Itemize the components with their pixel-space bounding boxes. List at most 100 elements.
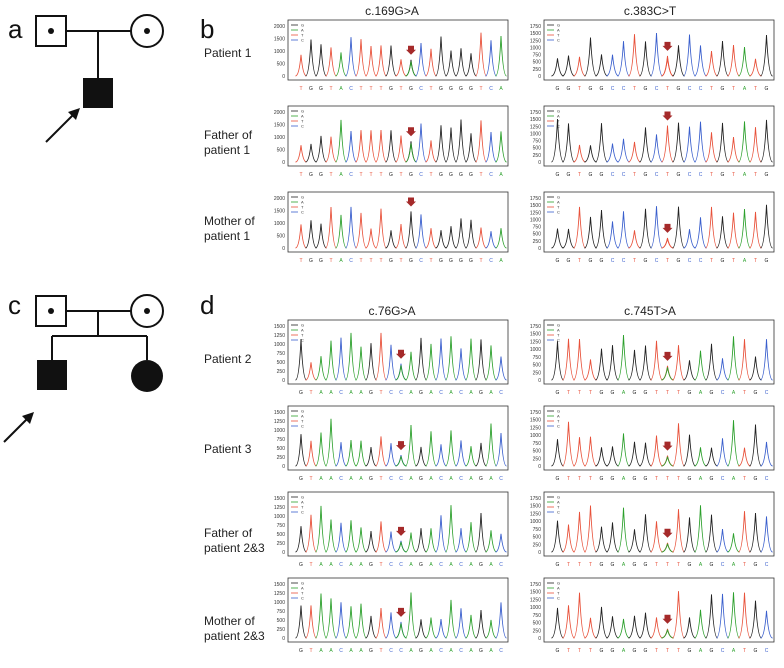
trace-peak: [738, 46, 751, 77]
trace-peak: [617, 335, 630, 381]
y-tick-label: 250: [533, 456, 542, 462]
base-call: G: [449, 86, 453, 92]
mutation-arrow-icon: [396, 441, 406, 451]
trace-peak: [385, 45, 397, 77]
trace-peak: [573, 437, 586, 467]
trace-peak: [365, 343, 377, 381]
trace-peak: [551, 607, 564, 639]
y-tick-label: 1250: [274, 591, 285, 597]
trace-peak: [562, 338, 575, 381]
base-call: G: [556, 86, 560, 92]
y-tick-label: 250: [277, 455, 286, 461]
plot-frame: [543, 191, 775, 253]
y-tick-label: 1000: [530, 605, 541, 611]
trace-peak: [485, 530, 497, 553]
trace-peak: [315, 432, 327, 467]
y-tick-label: 1500: [274, 37, 285, 43]
trace-peak: [606, 446, 619, 467]
base-call: T: [578, 562, 581, 568]
base-call: T: [479, 172, 482, 178]
trace-peak: [617, 618, 630, 639]
base-call: G: [389, 172, 393, 178]
base-call: T: [299, 258, 302, 264]
trace-peak: [495, 131, 507, 163]
legend-label: A: [557, 114, 560, 119]
base-call: T: [578, 172, 581, 178]
base-call: G: [479, 390, 483, 396]
trace-peak: [639, 208, 652, 249]
base-call: A: [319, 562, 323, 568]
base-call: T: [677, 390, 680, 396]
trace-peak: [716, 40, 729, 77]
affected-son-symbol: [37, 360, 67, 390]
trace-peak: [749, 58, 762, 77]
legend-label: C: [301, 210, 304, 215]
base-call: A: [349, 562, 353, 568]
base-call: T: [359, 258, 362, 264]
trace-peak: [425, 343, 437, 381]
base-call: G: [754, 562, 758, 568]
trace-peak: [749, 600, 762, 639]
trace-peak: [727, 137, 740, 163]
base-call: A: [743, 172, 747, 178]
base-call: G: [556, 562, 560, 568]
legend-label: G: [301, 323, 304, 328]
base-call: A: [622, 476, 626, 482]
y-tick-label: 1500: [530, 504, 541, 510]
base-call: A: [429, 390, 433, 396]
y-tick-label: 500: [277, 62, 286, 68]
trace-peak: [295, 54, 307, 77]
y-tick-label: 0: [538, 378, 541, 384]
base-call: T: [567, 390, 570, 396]
y-tick-label: 1250: [530, 597, 541, 603]
base-call: C: [688, 258, 692, 264]
base-call: G: [600, 172, 604, 178]
trace-peak: [573, 206, 586, 249]
trace-peak: [738, 339, 751, 381]
base-call: T: [379, 390, 382, 396]
legend-label: G: [557, 195, 560, 200]
trace-peak: [415, 43, 427, 77]
trace-peak: [365, 130, 377, 163]
legend-label: C: [557, 210, 560, 215]
base-call: T: [666, 476, 669, 482]
trace-peak: [295, 526, 307, 553]
base-call: G: [754, 390, 758, 396]
base-call: G: [469, 258, 473, 264]
trace-peak: [551, 228, 564, 249]
base-call: T: [677, 562, 680, 568]
base-call: A: [489, 476, 493, 482]
trace-peak: [595, 54, 608, 77]
trace-peak: [355, 440, 367, 467]
base-call: C: [699, 172, 703, 178]
legend-label: G: [301, 409, 304, 414]
base-call: G: [409, 258, 413, 264]
base-call: A: [409, 648, 413, 654]
carrier-dot: [144, 308, 150, 314]
base-call: G: [688, 648, 692, 654]
trace-peak: [727, 592, 740, 639]
proband-arrow-line: [3, 415, 31, 443]
base-call: T: [655, 476, 658, 482]
base-call: G: [611, 476, 615, 482]
base-call: G: [299, 562, 303, 568]
base-call: G: [309, 258, 313, 264]
trace-peak: [365, 45, 377, 77]
mutation-arrow-icon: [406, 127, 416, 137]
trace-peak: [617, 433, 630, 467]
y-tick-label: 1750: [530, 496, 541, 502]
base-call: G: [600, 258, 604, 264]
base-call: G: [754, 648, 758, 654]
trace-peak: [683, 34, 696, 77]
plot-frame: [287, 105, 509, 167]
y-tick-label: 1000: [274, 135, 285, 141]
trace-peak: [325, 598, 337, 639]
trace-peak: [650, 134, 663, 163]
base-call: A: [622, 390, 626, 396]
y-tick-label: 0: [282, 464, 285, 470]
base-call: G: [633, 476, 637, 482]
